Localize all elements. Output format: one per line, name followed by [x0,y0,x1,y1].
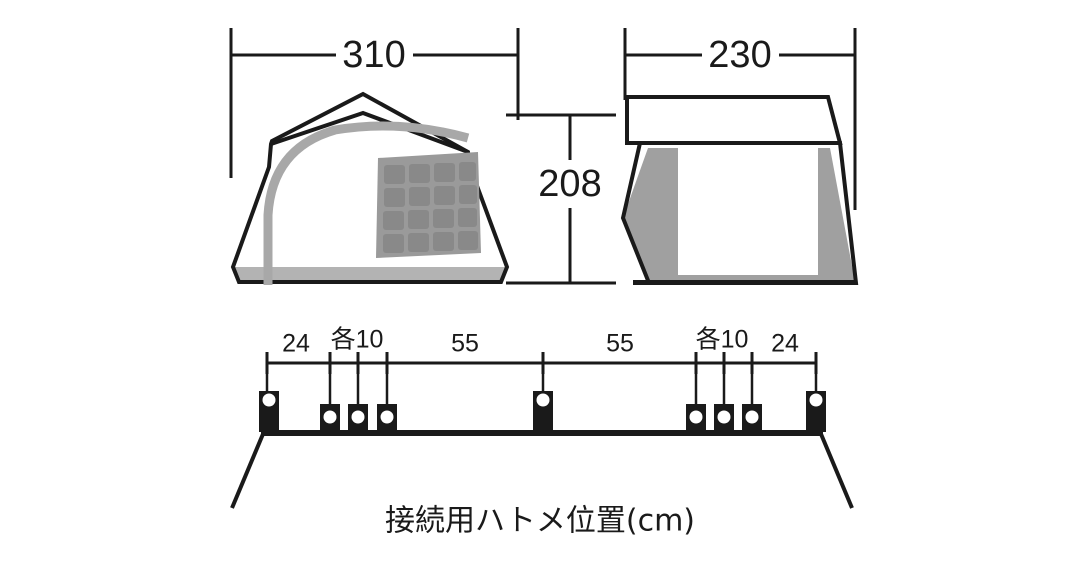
front-elevation-view [230,91,510,285]
grommet-scale-dimension: 24 各10 55 55 各10 24 [265,326,818,374]
front-arch-pole [263,121,470,285]
scale-segment-label-1: 24 [282,330,310,358]
grommet-tab-tall [533,391,553,432]
mesh-cell [459,162,476,181]
front-roof-ridge [270,110,469,154]
grommet-tab-short [686,404,706,432]
front-floor-strip [233,267,507,282]
grommet-tab-short [714,404,734,432]
tent-base-strip [230,391,854,509]
front-width-dimension: 310 [229,28,520,178]
mesh-cell [408,210,429,229]
grommet-tab-short [377,404,397,432]
grommet-tab-short [348,404,368,432]
scale-segment-label-2: 各10 [331,326,384,354]
mesh-cell [434,163,455,182]
mesh-cell [383,211,404,230]
grommet-hole [380,410,394,424]
height-label: 208 [538,163,601,205]
grommet-tab-tall [806,391,826,432]
mesh-cell [409,187,430,206]
height-dimension: 208 [506,113,616,285]
mesh-cell [434,186,455,205]
grommet-hole [323,410,337,424]
front-width-label: 310 [342,34,405,76]
grommet-hole [689,410,703,424]
mesh-cell [383,234,404,253]
side-canopy-band [625,95,843,145]
side-width-dimension: 230 [623,28,857,210]
side-width-label: 230 [708,34,771,76]
base-bar [261,430,823,436]
mesh-cell [409,164,430,183]
front-mesh-window [376,152,481,258]
scale-segment-label-3: 55 [451,330,479,358]
side-inner-panel [678,143,818,275]
grommet-leader-lines [265,374,818,404]
grommet-hole [351,410,365,424]
mesh-cell [384,165,405,184]
grommet-hole [536,393,550,407]
mesh-cell [459,185,477,204]
grommet-hole [745,410,759,424]
mesh-cell [384,188,405,207]
scale-segment-label-5: 各10 [696,326,749,354]
side-elevation-view [620,95,859,285]
mesh-cell [433,209,454,228]
grommet-hole [809,393,823,407]
grommet-hole [717,410,731,424]
mesh-cell [433,232,454,251]
left-guy-leg [230,433,265,509]
grommet-hole [262,393,276,407]
grommet-tab-short [320,404,340,432]
mesh-cell [458,231,478,250]
grommet-tab-short [742,404,762,432]
scale-segment-label-4: 55 [606,330,634,358]
grommet-tab-tall [259,391,279,432]
right-guy-leg [819,433,854,509]
mesh-cell [458,208,477,227]
scale-segment-label-6: 24 [771,330,799,358]
mesh-cell [408,233,429,252]
figure-caption: 接続用ハトメ位置(cm) [385,504,695,539]
